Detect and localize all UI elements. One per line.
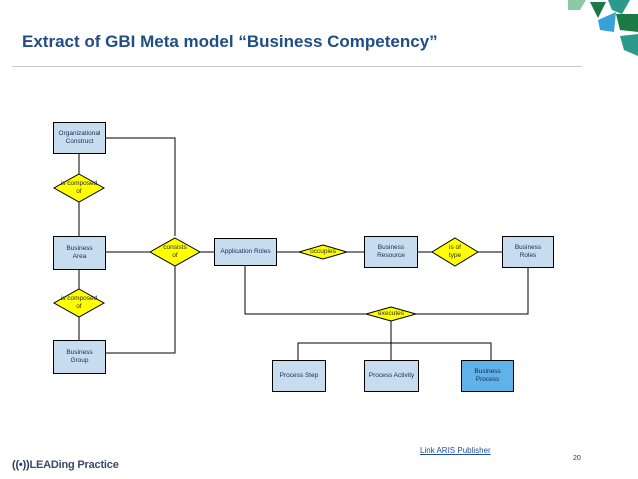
corner-shape [568, 0, 586, 10]
connector-line [244, 266, 529, 315]
relation-diamond [52, 173, 106, 203]
logo-text: LEADing Practice [29, 459, 119, 471]
title-divider [12, 66, 582, 67]
relation-label-is-composed-of: is composed of [60, 295, 98, 310]
connector-line [105, 137, 176, 236]
slide-title: Extract of GBI Meta model “Business Comp… [22, 32, 438, 51]
corner-shape [590, 2, 606, 18]
page-number: 20 [573, 455, 581, 462]
relation-label-occupies: occupies [310, 248, 336, 255]
relation-label-is-composed-of: is composed of [60, 180, 98, 195]
node-application-roles: Application Roles [214, 238, 277, 266]
corner-decoration [568, 0, 638, 56]
connector-line [105, 264, 176, 354]
leading-practice-logo: ((•))LEADing Practice [12, 459, 119, 471]
node-process-activity: Process Activity [364, 360, 419, 392]
relation-diamond [431, 237, 479, 267]
corner-shape [598, 12, 616, 32]
node-process-step: Process Step [272, 360, 326, 392]
node-business-area: Business Area [53, 236, 106, 270]
node-business-group: Business Group [53, 340, 106, 374]
corner-shape [616, 14, 638, 32]
relation-diamond [52, 288, 106, 318]
connector-line [297, 342, 492, 360]
corner-shape [620, 34, 638, 56]
corner-shape [608, 0, 630, 14]
aris-publisher-link[interactable]: Link ARIS Publisher [420, 446, 491, 455]
relation-label-executes: executes [377, 310, 405, 317]
relation-diamond [297, 244, 349, 260]
logo-mark-icon: ((•)) [12, 459, 30, 471]
relation-label-is-of-type: is of type [448, 244, 462, 259]
relation-diamond [148, 237, 202, 267]
node-business-process: Business Process [461, 360, 514, 392]
node-organizational-construct: Organizational Construct [53, 122, 106, 154]
relation-diamond [364, 306, 418, 322]
node-business-resource: Business Resource [364, 236, 418, 268]
relation-label-consists-of: consists of [163, 244, 187, 259]
node-business-roles: Business Roles [502, 236, 554, 268]
